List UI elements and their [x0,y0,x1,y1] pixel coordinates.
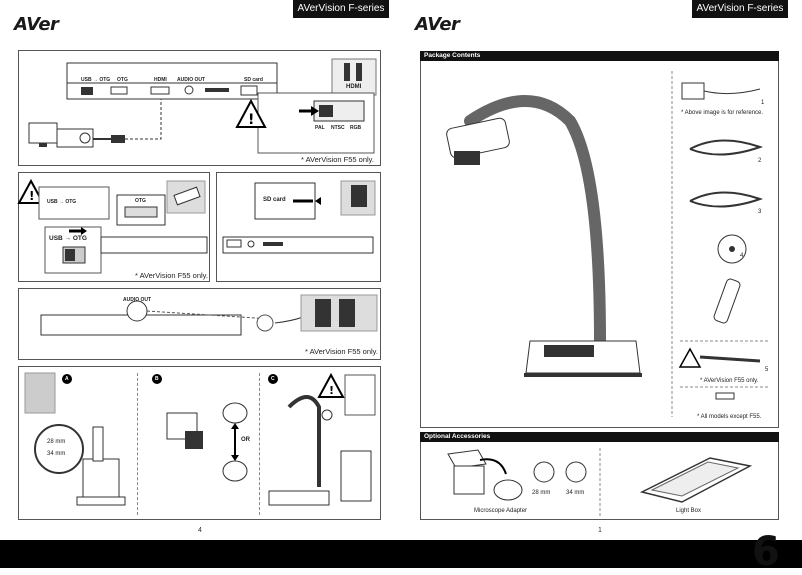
size-34mm-accessory: 34 mm [566,490,585,496]
size-28mm-accessory: 28 mm [532,490,551,496]
accessories-illustration [447,448,753,516]
optional-accessories-title: Optional Accessories [420,432,779,442]
except-f55-note: * All models except F55. [697,414,762,420]
item-3: 3 [758,209,762,215]
usb-otg-illustration: ! [17,178,208,274]
f55-note: * AVerVision F55 only. [700,378,759,384]
item-2: 2 [758,158,762,164]
series-title-right: AVerVision F-series [692,0,788,18]
panel-usb-otg: ! USB → OTG USB → OTG OTG * AVerVision F… [17,172,210,282]
label-otg: OTG [117,77,128,83]
label-usb-otg-large: USB → OTG [49,235,87,242]
package-contents-title: Package Contents [420,51,779,61]
audio-out-illustration [40,294,378,336]
size-28mm: 28 mm [47,439,66,445]
panel-video-output: ! USB → OTG OTG HDMI AUDIO OUT SD card H… [18,50,381,166]
aver-logo-right: AVer [415,14,460,35]
switch-rgb: RGB [350,125,362,131]
label-usb-otg: USB → OTG [81,77,111,83]
panel-audio-out: AUDIO OUT * AVerVision F55 only. [18,288,381,360]
footer-bar [0,540,802,568]
panel-sd-card: SD card [216,172,381,282]
item-4: 4 [740,253,744,259]
svg-text:!: ! [248,112,254,128]
aver-logo: AVer [14,14,59,35]
svg-text:!: ! [329,384,334,397]
note-f55-only-3: * AVerVision F55 only. [305,347,378,356]
svg-text:!: ! [29,189,34,203]
switch-pal: PAL [315,125,325,131]
page-number-left: 4 [198,527,202,534]
label-usb-otg-small: USB → OTG [47,199,77,205]
label-sd-card-slot: SD card [263,197,286,203]
step-b: B [155,376,159,382]
hdmi-inset-label: HDMI [346,84,362,90]
label-audio-out-2: AUDIO OUT [123,297,152,303]
device-rear-illustration: ! [28,58,377,154]
document-camera-illustration [446,71,770,417]
left-page: AVer AVerVision F-series [0,0,401,540]
series-title: AVerVision F-series [293,0,389,18]
switch-ntsc: NTSC [331,125,345,131]
panel-microscope: ! A B C 28 mm 34 mm OR [18,366,381,520]
note-f55-only-2: * AVerVision F55 only. [135,271,208,280]
label-audio-out: AUDIO OUT [177,77,206,83]
item-5: 5 [765,367,769,373]
label-hdmi: HDMI [154,77,167,83]
page-number-right: 1 [598,527,602,534]
label-sd-card: SD card [244,77,263,83]
sd-card-illustration [222,180,376,254]
label-otg-port: OTG [135,198,146,204]
step-c: C [271,376,275,382]
footer-page-glyph: 6 [752,529,780,575]
or-label: OR [241,437,250,443]
note-f55-only: * AVerVision F55 only. [301,155,374,164]
light-box-label: Light Box [676,508,702,514]
microscope-adapter-label: Microscope Adapter [474,508,528,514]
size-34mm: 34 mm [47,451,66,457]
microscope-steps-illustration: ! [24,372,376,506]
item-1: 1 [761,100,765,106]
step-a: A [65,376,69,382]
reference-note: * Above image is for reference. [681,110,764,116]
